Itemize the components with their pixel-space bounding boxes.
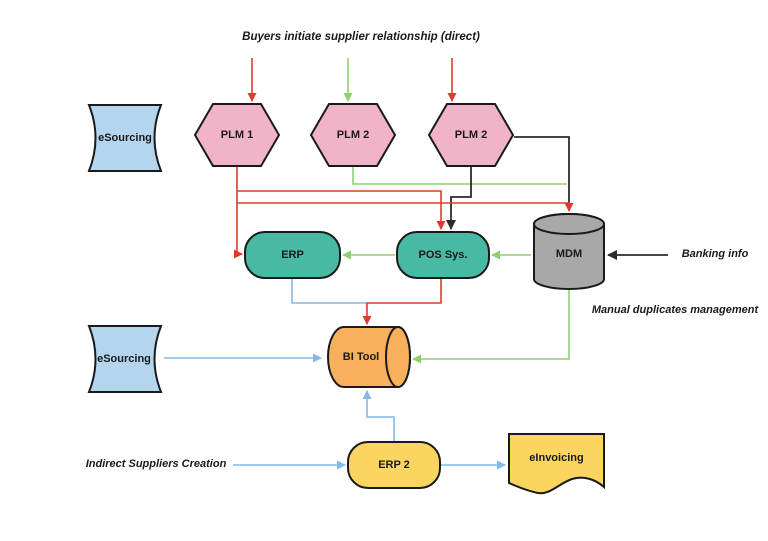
- bi-tool-shape: [327, 326, 411, 388]
- edge-mdm-to-bitool: [412, 290, 570, 364]
- indirect-suppliers-annotation: Indirect Suppliers Creation: [85, 458, 227, 470]
- einvoicing-shape: [508, 433, 605, 495]
- edge-erp-to-bitool: [291, 278, 367, 304]
- edge-plm1-to-pos: [237, 190, 446, 230]
- banking-info-annotation: Banking info: [681, 248, 749, 260]
- esourcing-top-shape: [87, 104, 163, 172]
- edge-pos-to-bitool: [362, 278, 442, 325]
- erp-shape: [244, 231, 341, 279]
- edge-plm2b-to-mdm-junction: [514, 136, 570, 203]
- plm2a-shape: [309, 103, 397, 167]
- shape-layer: [87, 103, 605, 495]
- erp2-shape: [347, 441, 441, 489]
- edge-plm1-to-mdm: [237, 202, 574, 212]
- edge-plm2b-to-pos: [446, 167, 472, 230]
- esourcing-mid-shape: [87, 325, 163, 393]
- pos-shape: [396, 231, 490, 279]
- edge-plm2a-to-mdm-junction: [352, 167, 567, 185]
- edge-plm1-to-erp: [234, 167, 243, 259]
- mdm-shape: [533, 213, 605, 290]
- plm1-shape: [193, 103, 281, 167]
- edge-erp2-to-bitool: [362, 390, 395, 442]
- manual-duplicates-annotation: Manual duplicates management: [591, 304, 759, 316]
- plm2b-shape: [427, 103, 515, 167]
- diagram-title: Buyers initiate supplier relationship (d…: [242, 31, 480, 43]
- edge-layer: [164, 58, 668, 470]
